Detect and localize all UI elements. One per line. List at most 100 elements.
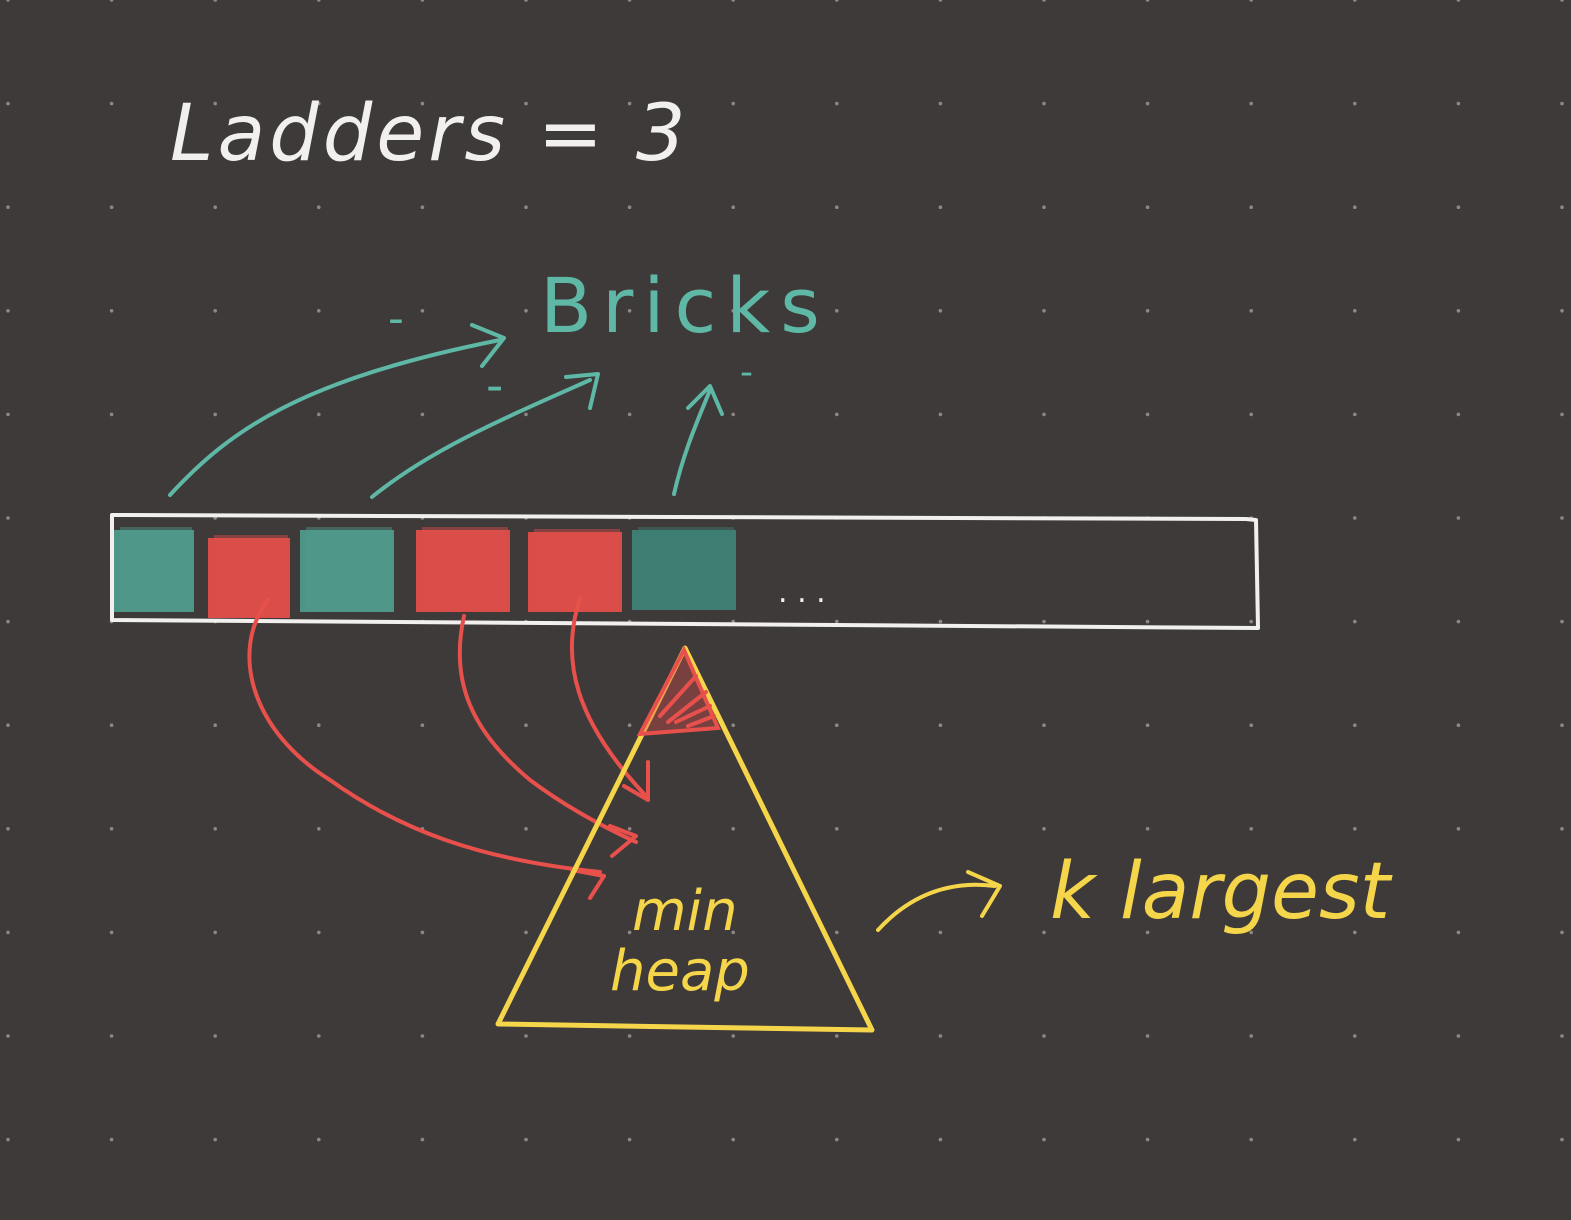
array-blocks <box>114 527 736 618</box>
grid-dot <box>420 0 425 2</box>
grid-dot <box>1456 827 1461 831</box>
grid-dot <box>835 309 839 313</box>
grid-dot <box>1353 205 1357 209</box>
grid-dot <box>1145 0 1150 2</box>
grid-dot <box>938 205 943 209</box>
grid-dot <box>1456 619 1461 624</box>
red-arrow-2 <box>457 614 638 844</box>
grid-dot <box>1145 412 1150 417</box>
teal-arrow-2 <box>370 378 592 499</box>
grid-dot <box>1353 723 1357 727</box>
grid-dot <box>731 1034 735 1038</box>
array-block-stroke <box>120 527 192 611</box>
grid-dot <box>1560 309 1564 313</box>
grid-dot <box>420 309 425 313</box>
grid-dot <box>6 516 10 520</box>
grid-dot <box>317 101 321 106</box>
grid-dot <box>1456 930 1461 935</box>
grid-dot <box>317 930 321 935</box>
heap-label-min: min <box>632 879 738 944</box>
grid-dot <box>1145 723 1150 727</box>
grid-dot <box>6 101 10 106</box>
array-block-red <box>528 532 622 612</box>
yellow-arrow <box>876 870 1002 932</box>
grid-dot <box>1560 930 1564 935</box>
grid-dot <box>1249 205 1253 209</box>
grid-dot <box>1456 205 1461 209</box>
grid-dot <box>1353 619 1357 624</box>
grid-dot <box>1042 205 1046 209</box>
grid-dot <box>938 101 943 106</box>
grid-dot <box>524 827 528 831</box>
array-block-stroke <box>214 535 288 617</box>
grid-dot <box>1560 619 1564 624</box>
grid-dot <box>1145 101 1150 106</box>
grid-dot <box>109 0 114 2</box>
grid-dot <box>627 0 632 2</box>
grid-dot <box>213 205 217 209</box>
array-block-teal <box>114 530 194 612</box>
grid-dot <box>1042 723 1046 727</box>
grid-dot <box>1456 101 1461 106</box>
grid-dot <box>1249 412 1253 417</box>
grid-dot <box>6 930 10 935</box>
teal-arrow-1 <box>168 338 502 497</box>
grid-dot <box>1042 309 1046 313</box>
grid-dot <box>1353 1137 1357 1142</box>
grid-dot <box>6 619 10 624</box>
grid-dot <box>524 930 528 935</box>
red-arrows <box>247 596 650 900</box>
grid-dot <box>524 309 528 313</box>
grid-dot <box>109 309 114 313</box>
red-arrow-3-head <box>622 760 650 802</box>
grid-dot <box>1353 827 1357 831</box>
grid-dot <box>627 309 632 313</box>
grid-dot <box>1353 309 1357 313</box>
grid-dot <box>6 1034 10 1038</box>
array-block-red <box>416 530 510 612</box>
grid-dot <box>1249 1137 1253 1142</box>
grid-dot <box>627 205 632 209</box>
array-block-stroke <box>306 527 392 611</box>
teal-arrow-3-head <box>686 384 724 416</box>
grid-dot <box>1042 930 1046 935</box>
grid-dot <box>420 205 425 209</box>
grid-dot <box>835 1137 839 1142</box>
minus-sign-3: - <box>740 352 753 393</box>
grid-dot <box>835 723 839 727</box>
grid-dot <box>1249 619 1253 624</box>
grid-dot <box>731 412 735 417</box>
grid-dot <box>835 205 839 209</box>
grid-dot <box>1042 827 1046 831</box>
grid-dot <box>1249 309 1253 313</box>
grid-dot <box>1560 1034 1564 1038</box>
grid-dot <box>6 205 10 209</box>
grid-dot <box>1456 0 1461 2</box>
grid-dot <box>6 1137 10 1142</box>
grid-dot <box>524 723 528 727</box>
grid-dot <box>213 309 217 313</box>
grid-dot <box>317 723 321 727</box>
grid-dot <box>1560 101 1564 106</box>
grid-dot <box>524 1137 528 1142</box>
grid-dot <box>1560 1137 1564 1142</box>
grid-dot <box>1249 930 1253 935</box>
grid-dot <box>213 723 217 727</box>
array-block-stroke <box>422 527 508 611</box>
grid-dot <box>1353 101 1357 106</box>
grid-dot <box>420 1137 425 1142</box>
array-block-stroke <box>534 529 620 611</box>
grid-dot <box>938 827 943 831</box>
grid-dot <box>835 412 839 417</box>
k-largest-label: k largest <box>1050 847 1393 937</box>
grid-dot <box>109 1137 114 1142</box>
grid-dot <box>109 101 114 106</box>
grid-dot <box>835 930 839 935</box>
grid-dot <box>1353 930 1357 935</box>
grid-dot <box>731 930 735 935</box>
grid-dot <box>731 309 735 313</box>
grid-dot <box>731 205 735 209</box>
red-arrow-1 <box>247 598 602 874</box>
